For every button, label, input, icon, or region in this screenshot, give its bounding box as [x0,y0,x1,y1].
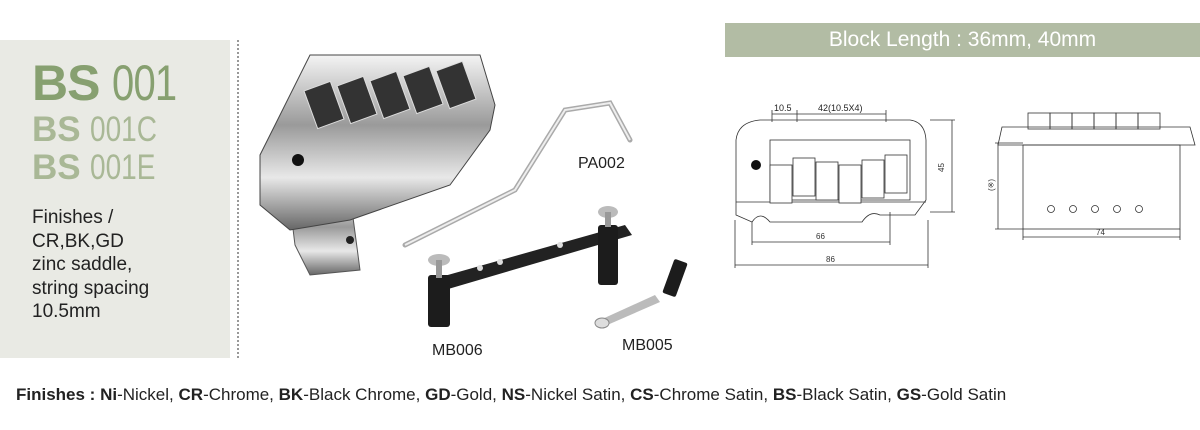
dim-block-width: 74 [1096,228,1105,237]
finishes-legend: Finishes : Ni-Nickel, CR-Chrome, BK-Blac… [16,385,1006,405]
finishes-label: Finishes : [16,385,96,404]
dim-spacing: 10.5 [774,103,792,113]
finish-code: GS [896,385,922,404]
finish-code: NS [501,385,526,404]
finish-name: -Gold Satin [921,385,1007,404]
model-info-panel [0,40,230,358]
dim-block-height: (※) [987,179,996,191]
dim-total-spacing: 42(10.5X4) [818,103,863,113]
finish-name: -Nickel, [117,385,174,404]
model-variant-e: BS 001E [32,148,156,187]
finish-name: -Gold, [450,385,497,404]
desc-line: 10.5mm [32,301,101,322]
bridge-photo [259,54,496,276]
finish-code: Ni [100,385,118,404]
part-label-mb006: MB006 [432,342,483,359]
dim-outer-width: 86 [826,255,835,264]
block-length-banner: Block Length : 36mm, 40mm [725,23,1200,57]
tremolo-arm-photo [402,100,633,248]
model-variant-c: BS 001C [32,110,158,149]
desc-line: Finishes / [32,207,114,228]
finish-code: BS [772,385,797,404]
product-description: Finishes / CR,BK,GD zinc saddle, string … [32,206,149,324]
finish-name: -Chrome, [203,385,274,404]
finish-name: -Chrome Satin, [653,385,769,404]
finish-name: -Black Chrome, [303,385,421,404]
side-view-drawing: (※) 74 [987,112,1196,240]
finish-code: BK [278,385,304,404]
part-label-pa002: PA002 [578,155,625,172]
finish-code: CS [630,385,654,404]
finish-name: -Black Satin, [796,385,892,404]
dotted-divider [237,40,239,358]
desc-line: zinc saddle, [32,254,133,275]
finish-name: -Nickel Satin, [525,385,626,404]
finish-code: CR [178,385,204,404]
desc-line: CR,BK,GD [32,230,124,252]
part-label-mb005: MB005 [622,337,673,354]
dim-inner-width: 66 [816,232,825,241]
front-view-drawing: 10.5 42(10.5X4) 45 66 86 [734,103,955,268]
finish-code: GD [425,385,451,404]
dim-height: 45 [937,163,946,172]
desc-line: string spacing [32,277,150,299]
model-primary: BS 001 [32,55,178,111]
mounting-block-photo [428,206,688,329]
